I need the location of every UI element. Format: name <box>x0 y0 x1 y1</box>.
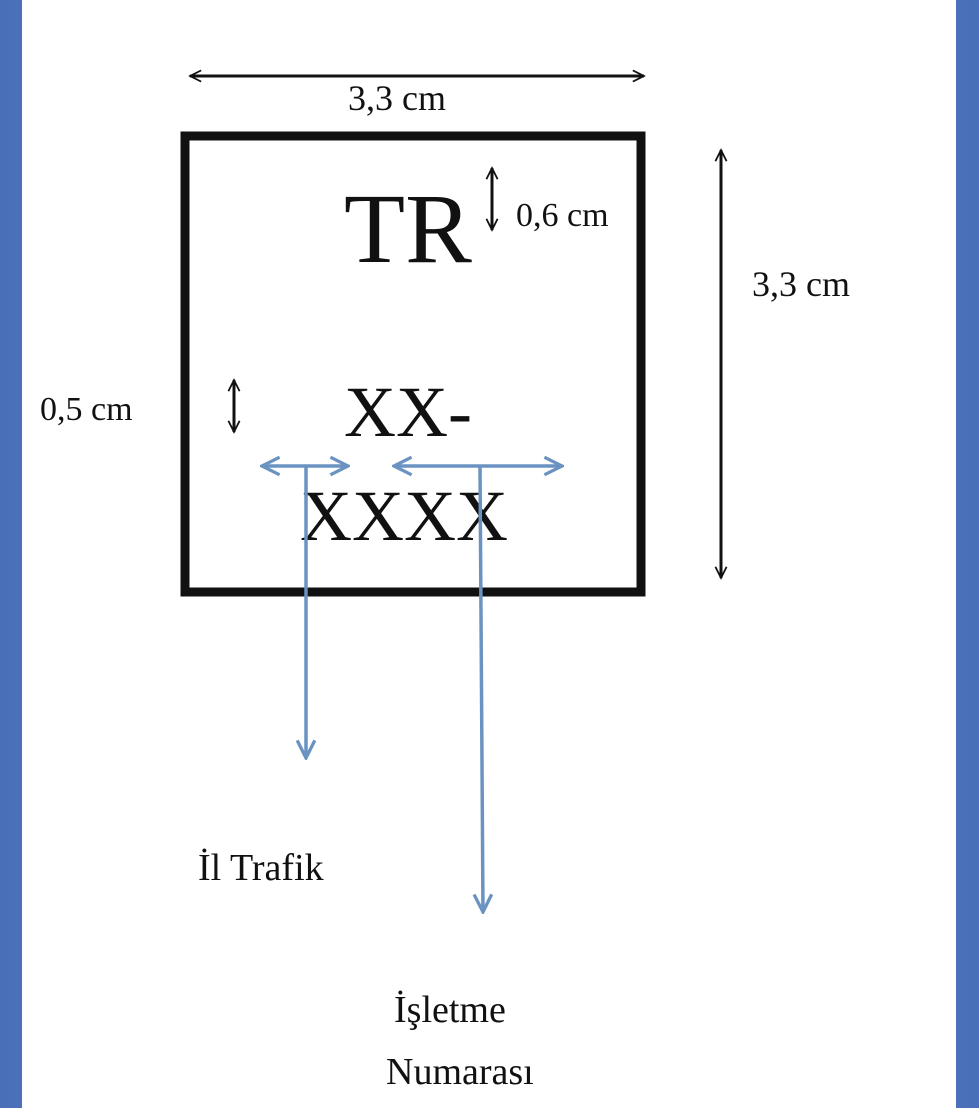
province-label: İl Trafik <box>198 847 324 889</box>
business-label-line-1: İşletme <box>394 989 506 1031</box>
code-line-2: XXXX <box>300 476 508 556</box>
label-dimension-diagram: 3,3 cm TR 0,6 cm 3,3 cm 0,5 cm XX- XXXX … <box>40 0 850 1093</box>
code-height-label: 0,5 cm <box>40 391 133 428</box>
business-pointer-arrow <box>480 465 483 912</box>
width-label: 3,3 cm <box>348 78 446 118</box>
diagram-page: 3,3 cm TR 0,6 cm 3,3 cm 0,5 cm XX- XXXX … <box>22 0 956 1108</box>
tr-height-label: 0,6 cm <box>516 197 609 234</box>
label-square <box>180 131 646 597</box>
height-label: 3,3 cm <box>752 264 850 304</box>
business-label-line-2: Numarası <box>386 1051 534 1093</box>
country-code-text: TR <box>344 173 472 284</box>
code-line-1: XX- <box>344 372 472 452</box>
